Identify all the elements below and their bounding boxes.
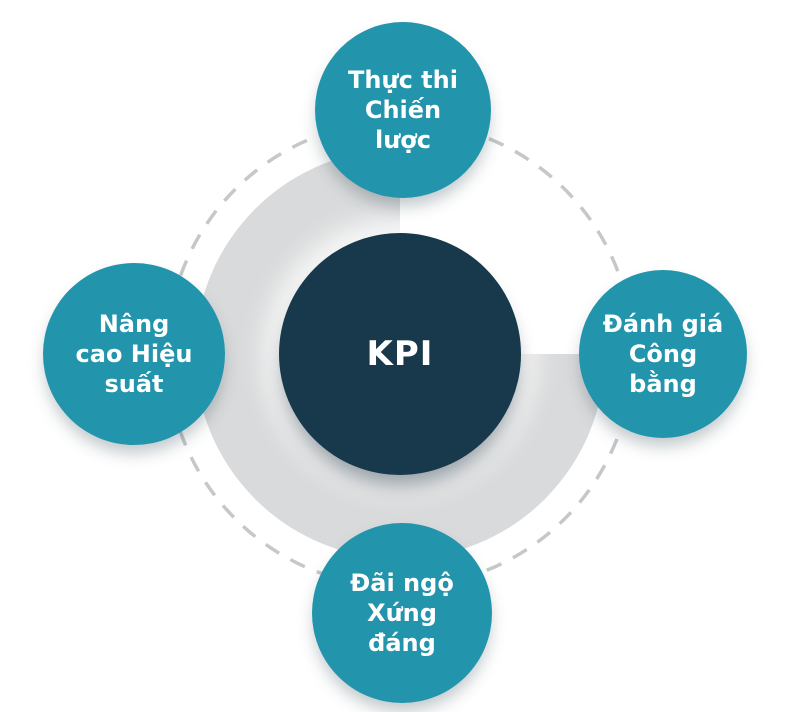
center-kpi-circle: KPI xyxy=(279,233,521,475)
node-strategy-execution-circle: Thực thi Chiến lược xyxy=(315,22,491,198)
center-kpi-label: KPI xyxy=(366,334,434,374)
node-deserved-reward-label: Đãi ngộ Xứng đáng xyxy=(350,569,454,657)
node-deserved-reward-circle: Đãi ngộ Xứng đáng xyxy=(312,523,492,703)
node-performance-boost-label: Nâng cao Hiệu suất xyxy=(75,310,193,398)
node-fair-evaluation-label: Đánh giá Công bằng xyxy=(602,310,724,398)
node-fair-evaluation-circle: Đánh giá Công bằng xyxy=(579,270,747,438)
node-strategy-execution-label: Thực thi Chiến lược xyxy=(348,66,458,154)
node-performance-boost-circle: Nâng cao Hiệu suất xyxy=(43,263,225,445)
